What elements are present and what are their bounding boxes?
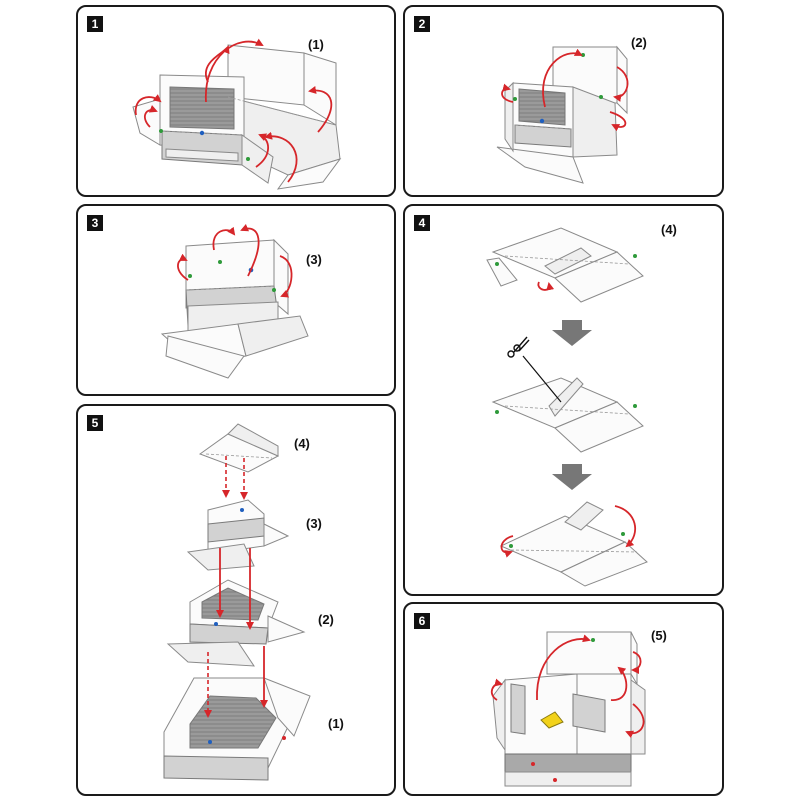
- step-1-illustration: [132, 38, 342, 190]
- fold-arrow-icon: [205, 45, 230, 83]
- step-3-panel: 3 (3): [76, 204, 396, 396]
- fold-arrow-icon: [177, 253, 189, 281]
- roof-sheet-right: [559, 541, 648, 587]
- fold-arrow-icon: [264, 131, 298, 183]
- step-6-panel: 6 (5): [403, 602, 724, 796]
- window-opening: [169, 86, 235, 130]
- cut-line: [522, 355, 562, 403]
- part-2-base: [166, 641, 255, 667]
- step-number-badge: 2: [414, 16, 430, 32]
- top-side-panel: [630, 631, 638, 686]
- fold-arrow-icon: [613, 66, 629, 102]
- fold-arrow-icon: [212, 226, 236, 251]
- down-arrow-icon: [552, 320, 592, 346]
- fold-arrow-icon: [308, 86, 333, 133]
- part-label: (2): [318, 612, 334, 627]
- fold-arrow-icon: [631, 651, 642, 674]
- part-2-flap: [267, 615, 306, 643]
- step-number-badge: 5: [87, 415, 103, 431]
- step-3-illustration: [160, 223, 309, 379]
- step-2-illustration: [496, 45, 629, 184]
- part-3-flap: [263, 523, 290, 547]
- step-number-badge: 1: [87, 16, 103, 32]
- down-arrow-icon: [552, 464, 592, 490]
- fold-arrow-icon: [240, 223, 260, 277]
- step-6-illustration: [490, 631, 646, 787]
- fold-arrow-icon: [536, 634, 591, 701]
- fold-arrow-icon: [542, 48, 583, 108]
- step-number-badge: 6: [414, 613, 430, 629]
- roof-ridge-tab: [548, 377, 584, 417]
- left-inner-panel: [510, 683, 526, 735]
- fold-arrow-icon: [143, 105, 158, 128]
- highlight-part: [540, 711, 564, 729]
- step-2-panel: 2 (2): [403, 5, 724, 197]
- fold-arrow-icon: [614, 505, 636, 548]
- side-wall-panel: [616, 45, 628, 115]
- part-label: (1): [328, 716, 344, 731]
- part-1-band: [163, 755, 269, 781]
- step-number-badge: 3: [87, 215, 103, 231]
- step-5-panel: 5 (4) (3) (2) (1): [76, 404, 396, 796]
- inner-dark-panel: [572, 693, 606, 733]
- base-strip: [504, 771, 632, 787]
- top-wall-panel: [546, 631, 632, 675]
- step-number-badge: 4: [414, 215, 430, 231]
- left-flap: [492, 678, 506, 752]
- step-4-illustration: [486, 227, 648, 587]
- fold-arrow-icon: [609, 111, 627, 132]
- fold-arrow-icon: [279, 255, 293, 298]
- roof-sheet-right: [554, 401, 644, 453]
- part-2-band: [189, 623, 269, 645]
- part-label: (5): [651, 628, 667, 643]
- base-band: [504, 753, 632, 773]
- part-label: (1): [308, 37, 324, 52]
- roof-ridge-tab: [544, 247, 592, 275]
- part-1-window: [189, 695, 277, 749]
- fold-arrow-icon: [500, 535, 514, 558]
- front-side-flap: [241, 134, 274, 184]
- roof-edge-flap: [276, 158, 342, 190]
- detail-strip: [165, 148, 239, 162]
- step-5-illustration: [163, 423, 311, 781]
- part-1-roof-side: [263, 677, 311, 737]
- part-label: (3): [306, 252, 322, 267]
- fold-arrow-icon: [501, 83, 514, 103]
- fold-arrow-icon: [625, 703, 645, 739]
- part-label: (4): [661, 222, 677, 237]
- fold-arrow-icon: [537, 281, 555, 291]
- part-3-base: [186, 543, 255, 571]
- right-flap: [630, 679, 646, 755]
- window-opening: [518, 88, 566, 126]
- part-label: (2): [631, 35, 647, 50]
- fold-arrow-icon: [490, 678, 503, 701]
- part-label: (3): [306, 516, 322, 531]
- scissors-icon: [507, 336, 530, 358]
- base-flap: [496, 146, 584, 184]
- left-flap: [504, 81, 514, 153]
- roof-sheet-right: [554, 251, 644, 303]
- fold-arrow-icon: [255, 133, 270, 168]
- roof-ridge: [227, 423, 279, 457]
- lower-flap: [165, 335, 245, 379]
- step-1-panel: 1 (1): [76, 5, 396, 197]
- base-right-flap: [237, 315, 309, 357]
- roof-ridge-tab: [564, 501, 604, 531]
- side-wall-panel: [303, 52, 337, 126]
- roof-end-flap: [486, 257, 518, 287]
- fold-arrow-icon: [134, 94, 162, 116]
- part-label: (4): [294, 436, 310, 451]
- step-4-panel: 4 (4): [403, 204, 724, 596]
- fold-arrow-icon: [610, 666, 628, 701]
